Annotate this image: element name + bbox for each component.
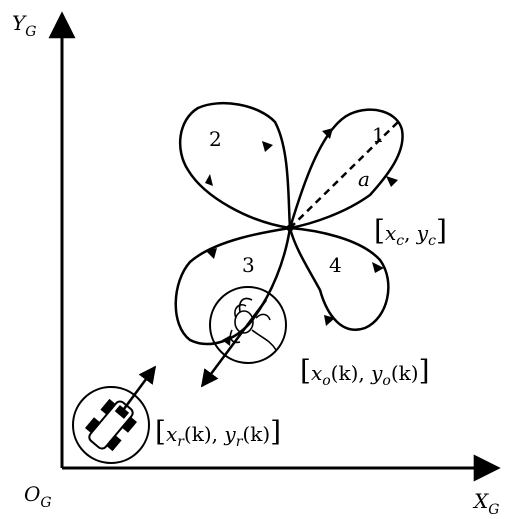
center-coordinate-label: [xc, yc] [374, 214, 447, 249]
petal-3-arrow-upper [206, 248, 217, 259]
petal-4-label: 4 [329, 253, 342, 277]
petal-1-arrow-lower [386, 176, 398, 187]
petal-3-label: 3 [242, 253, 255, 277]
petal-4 [288, 226, 390, 331]
petal-2-label: 2 [209, 127, 222, 151]
robot [72, 365, 157, 464]
petal-2 [178, 101, 292, 230]
radius-label: a [358, 167, 370, 191]
x-axis-label: XG [472, 489, 499, 518]
robot-coordinate-label: [xr(k), yr(k)] [155, 415, 281, 450]
petal-2-arrow-upper [262, 141, 273, 152]
obstacle-circle [209, 286, 287, 364]
robot-vehicle-icon [84, 398, 138, 452]
obstacle [200, 286, 287, 388]
y-axis-label: YG [12, 11, 36, 40]
petal-1-arrow-upper [322, 128, 333, 139]
petal-1 [288, 108, 404, 230]
petal-1-label: 1 [372, 123, 385, 147]
obstacle-coordinate-label: [xo(k), yo(k)] [300, 354, 430, 389]
petal-direction-arrows [205, 128, 398, 346]
petal-4-arrow-upper [372, 262, 384, 273]
radius-line [289, 121, 399, 229]
petal-trajectory [174, 101, 404, 346]
robot-circle [72, 386, 150, 464]
petal-3 [174, 226, 292, 346]
pedestrian-icon [229, 297, 277, 351]
robot-velocity-arrow [119, 365, 157, 414]
origin-label: OG [24, 482, 52, 511]
obstacle-velocity-arrow [200, 299, 268, 388]
petal-2-arrow-lower [205, 174, 213, 186]
petal-4-arrow-lower [324, 315, 335, 326]
petal-3-arrow-lower [222, 335, 231, 346]
